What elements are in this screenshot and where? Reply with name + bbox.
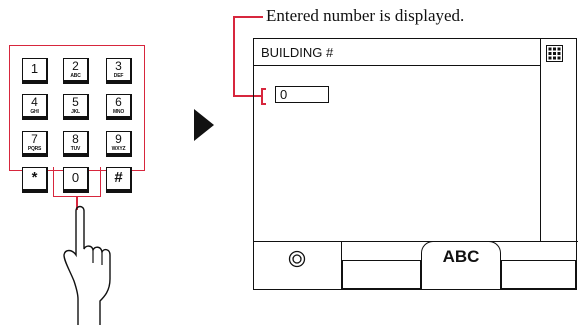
- building-number-input[interactable]: 0: [275, 86, 329, 103]
- key-hash-label: #: [114, 169, 123, 186]
- callout-text: Entered number is displayed.: [266, 6, 465, 25]
- abc-button[interactable]: ABC: [421, 241, 501, 289]
- key-4-label: 4: [31, 95, 38, 109]
- key-1[interactable]: 1: [22, 58, 48, 84]
- key-0-label: 0: [71, 170, 80, 185]
- callout-line-top: [233, 16, 263, 18]
- key-5-letters: JKL: [71, 109, 80, 115]
- zero-key-connector: [76, 196, 78, 210]
- header-divider: [254, 65, 540, 66]
- key-6-letters: MNO: [112, 109, 125, 115]
- callout-bracket-top: [261, 88, 266, 90]
- key-3-letters: DEF: [113, 73, 124, 79]
- key-4-letters: GHI: [30, 109, 39, 115]
- arrow-right-icon: [194, 109, 214, 141]
- key-5-label: 5: [72, 95, 79, 109]
- soft-button-2[interactable]: [342, 260, 421, 289]
- key-0[interactable]: 0: [63, 167, 89, 193]
- soft-button-4[interactable]: [501, 260, 576, 289]
- key-1-label: 1: [30, 61, 39, 76]
- key-2-label: 2: [72, 59, 79, 73]
- screen-title: BUILDING #: [261, 45, 334, 60]
- callout-line-horizontal: [233, 95, 261, 97]
- key-6-label: 6: [115, 95, 122, 109]
- callout-bracket-bottom: [261, 103, 266, 105]
- side-divider: [540, 39, 541, 241]
- key-9-label: 9: [115, 132, 122, 146]
- intercom-screen: BUILDING # 0 ABC: [253, 38, 578, 290]
- zero-key-highlight: [53, 167, 101, 197]
- key-2-letters: ABC: [70, 73, 81, 79]
- callout-line-vertical: [233, 16, 235, 96]
- key-hash[interactable]: #: [106, 167, 132, 193]
- abc-button-label: ABC: [442, 247, 480, 266]
- key-9-letters: WXYZ: [111, 146, 126, 152]
- pointing-hand-icon: [63, 205, 111, 325]
- key-star[interactable]: *: [22, 167, 48, 193]
- key-7-letters: PQRS: [27, 146, 42, 152]
- key-7-label: 7: [31, 132, 38, 146]
- keypad-grid-icon[interactable]: [546, 45, 563, 62]
- callout-bracket-side: [261, 88, 263, 104]
- key-8-letters: TUV: [70, 146, 81, 152]
- key-3-label: 3: [115, 59, 122, 73]
- key-star-label: *: [31, 169, 38, 186]
- footer-divider: [254, 241, 578, 242]
- key-8-label: 8: [72, 132, 79, 146]
- circle-button-icon: [288, 250, 306, 268]
- soft-button-1[interactable]: [254, 241, 342, 289]
